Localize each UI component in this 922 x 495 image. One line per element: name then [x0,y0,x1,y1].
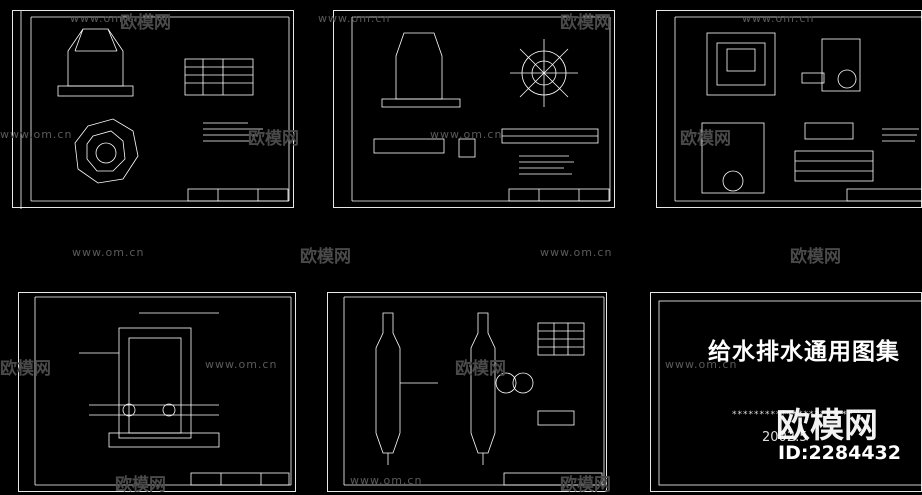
drawing-sheet-4 [18,292,296,492]
cover-inner-frame [658,300,922,486]
drawing-sheet-5 [327,292,607,492]
sheet-4-linework [34,296,292,486]
cover-title: 给水排水通用图集 [708,338,900,365]
sheet-1-linework [20,11,290,209]
watermark-brand: 欧模网 [300,247,351,267]
watermark-brand: 欧模网 [790,247,841,267]
sheet-2-linework [351,16,611,202]
watermark-url: www.om.cn [72,246,145,259]
drawing-sheet-2 [333,10,615,208]
watermark-brand-large: 欧模网 [776,406,878,446]
sheet-5-linework [343,296,605,486]
cover-author-stars: ********************** [732,410,853,420]
watermark-url: www.om.cn [540,246,613,259]
drawing-sheet-3 [656,10,922,208]
sheet-3-linework [674,16,922,202]
watermark-id: ID:2284432 [778,442,901,464]
drawing-sheet-1 [12,10,294,209]
cover-date: 2002.5 [762,430,808,445]
